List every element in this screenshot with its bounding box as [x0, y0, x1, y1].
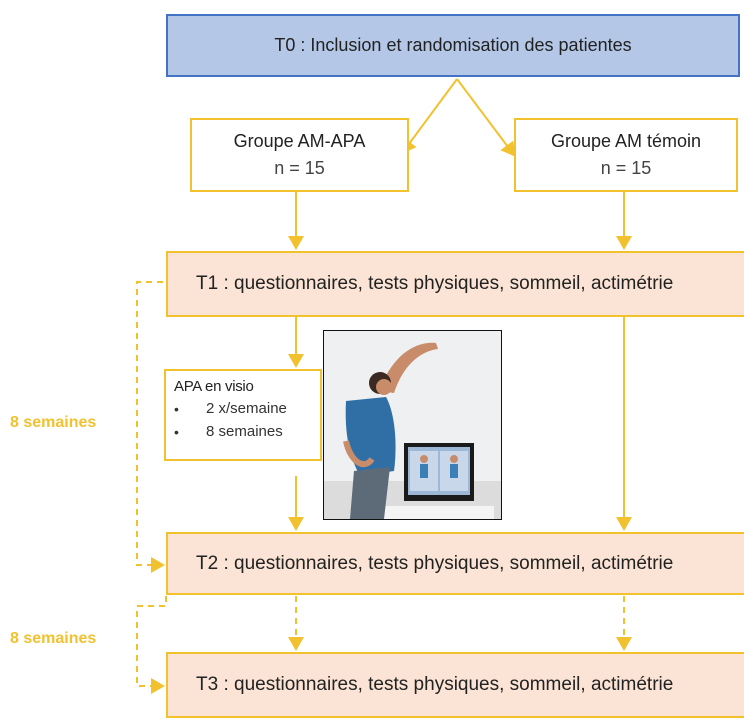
- t3-assessment-box: T3 : questionnaires, tests physiques, so…: [166, 652, 744, 718]
- apa-item: • 8 semaines: [174, 420, 312, 443]
- t1-label: T1 : questionnaires, tests physiques, so…: [196, 273, 674, 294]
- group-temoin-count: n = 15: [600, 158, 652, 178]
- exercise-photo: [323, 330, 502, 520]
- group-ampa-box: Groupe AM-APA n = 15: [190, 118, 409, 192]
- t2-label: T2 : questionnaires, tests physiques, so…: [196, 552, 674, 574]
- apa-item-duration: 8 semaines: [206, 423, 283, 440]
- arrow-t0-ampa: [401, 78, 458, 154]
- t1-assessment-box: T1 : questionnaires, tests physiques, so…: [166, 251, 744, 317]
- arrow-t0-temoin: [456, 78, 516, 157]
- group-ampa-name: Groupe AM-APA: [233, 131, 366, 151]
- t0-label: T0 : Inclusion et randomisation des pati…: [274, 35, 632, 55]
- t0-inclusion-box: T0 : Inclusion et randomisation des pati…: [166, 14, 740, 77]
- interval-label-t2-t3: 8 semaines: [10, 630, 97, 647]
- group-temoin-name: Groupe AM témoin: [550, 131, 702, 151]
- apa-item: • 2 x/semaine: [174, 397, 312, 420]
- interval-bracket-t2-t3: [136, 596, 167, 694]
- t2-assessment-box: T2 : questionnaires, tests physiques, so…: [166, 532, 744, 595]
- apa-title: APA en visio: [174, 378, 254, 395]
- interval-bracket-t1-t2: [136, 281, 165, 573]
- apa-item-frequency: 2 x/semaine: [206, 400, 287, 417]
- bullet-icon: •: [174, 400, 179, 417]
- group-temoin-box: Groupe AM témoin n = 15: [514, 118, 738, 192]
- interval-label-t1-t2: 8 semaines: [10, 414, 97, 431]
- bullet-icon: •: [174, 423, 179, 440]
- t3-label: T3 : questionnaires, tests physiques, so…: [196, 674, 674, 695]
- group-ampa-count: n = 15: [274, 158, 325, 178]
- apa-visio-box: APA en visio • 2 x/semaine • 8 semaines: [164, 369, 322, 461]
